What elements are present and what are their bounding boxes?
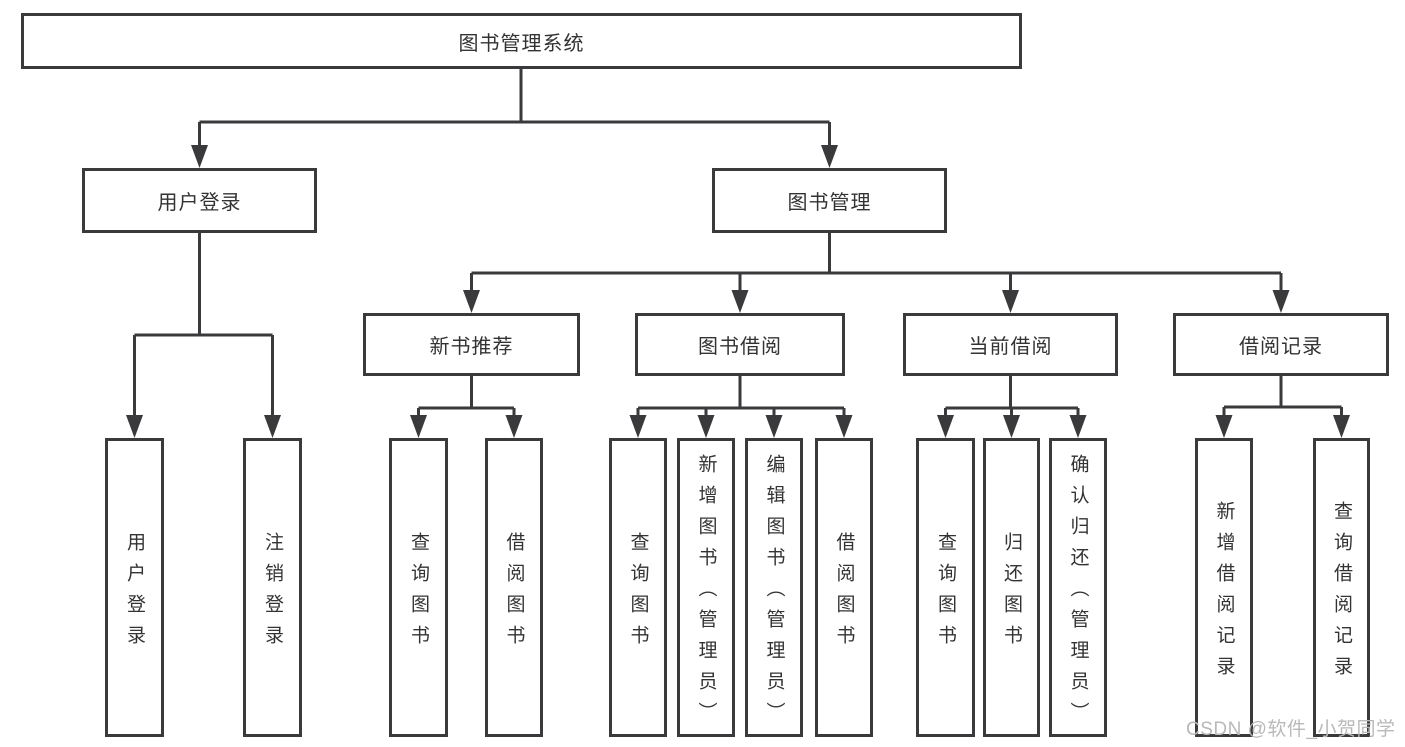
leaf-label: 查询图书: [408, 531, 429, 656]
node-book-borrow: 图书借阅: [635, 313, 845, 376]
leaf-logout: 注销登录: [243, 438, 302, 737]
node-book-management: 图书管理: [712, 168, 947, 233]
leaf-query-books: 查询图书: [389, 438, 448, 737]
leaf-query-books: 查询图书: [609, 438, 667, 737]
leaf-label: 归还图书: [1001, 531, 1022, 656]
leaf-label: 用户登录: [124, 531, 145, 656]
leaf-label: 注销登录: [262, 531, 283, 656]
node-user-login: 用户登录: [82, 168, 317, 233]
leaf-add-book-admin: 新增图书（管理员）: [677, 438, 735, 737]
leaf-borrow-books: 借阅图书: [815, 438, 873, 737]
leaf-label: 查询图书: [627, 531, 649, 656]
leaf-label: 新增图书（管理员）: [695, 454, 717, 733]
leaf-label: 查询图书: [935, 531, 956, 656]
leaf-label: 查询借阅记录: [1331, 500, 1352, 687]
leaf-borrow-books: 借阅图书: [485, 438, 543, 737]
leaf-label: 新增借阅记录: [1213, 500, 1235, 687]
leaf-query-books: 查询图书: [916, 438, 975, 737]
leaf-label: 编辑图书（管理员）: [763, 454, 785, 733]
node-current-borrow: 当前借阅: [903, 313, 1118, 376]
leaf-user-login: 用户登录: [105, 438, 164, 737]
leaf-add-borrow-record: 新增借阅记录: [1195, 438, 1253, 737]
leaf-label: 借阅图书: [503, 531, 525, 656]
leaf-query-borrow-record: 查询借阅记录: [1313, 438, 1370, 737]
node-borrow-records: 借阅记录: [1173, 313, 1389, 376]
leaf-label: 确认归还（管理员）: [1067, 454, 1089, 733]
leaf-confirm-return-admin: 确认归还（管理员）: [1049, 438, 1107, 737]
node-root-system: 图书管理系统: [21, 13, 1022, 69]
leaf-label: 借阅图书: [833, 531, 855, 656]
leaf-return-books: 归还图书: [983, 438, 1040, 737]
node-new-book-recommend: 新书推荐: [363, 313, 580, 376]
watermark: CSDN @软件_小贺同学: [1186, 719, 1396, 740]
leaf-edit-book-admin: 编辑图书（管理员）: [745, 438, 803, 737]
